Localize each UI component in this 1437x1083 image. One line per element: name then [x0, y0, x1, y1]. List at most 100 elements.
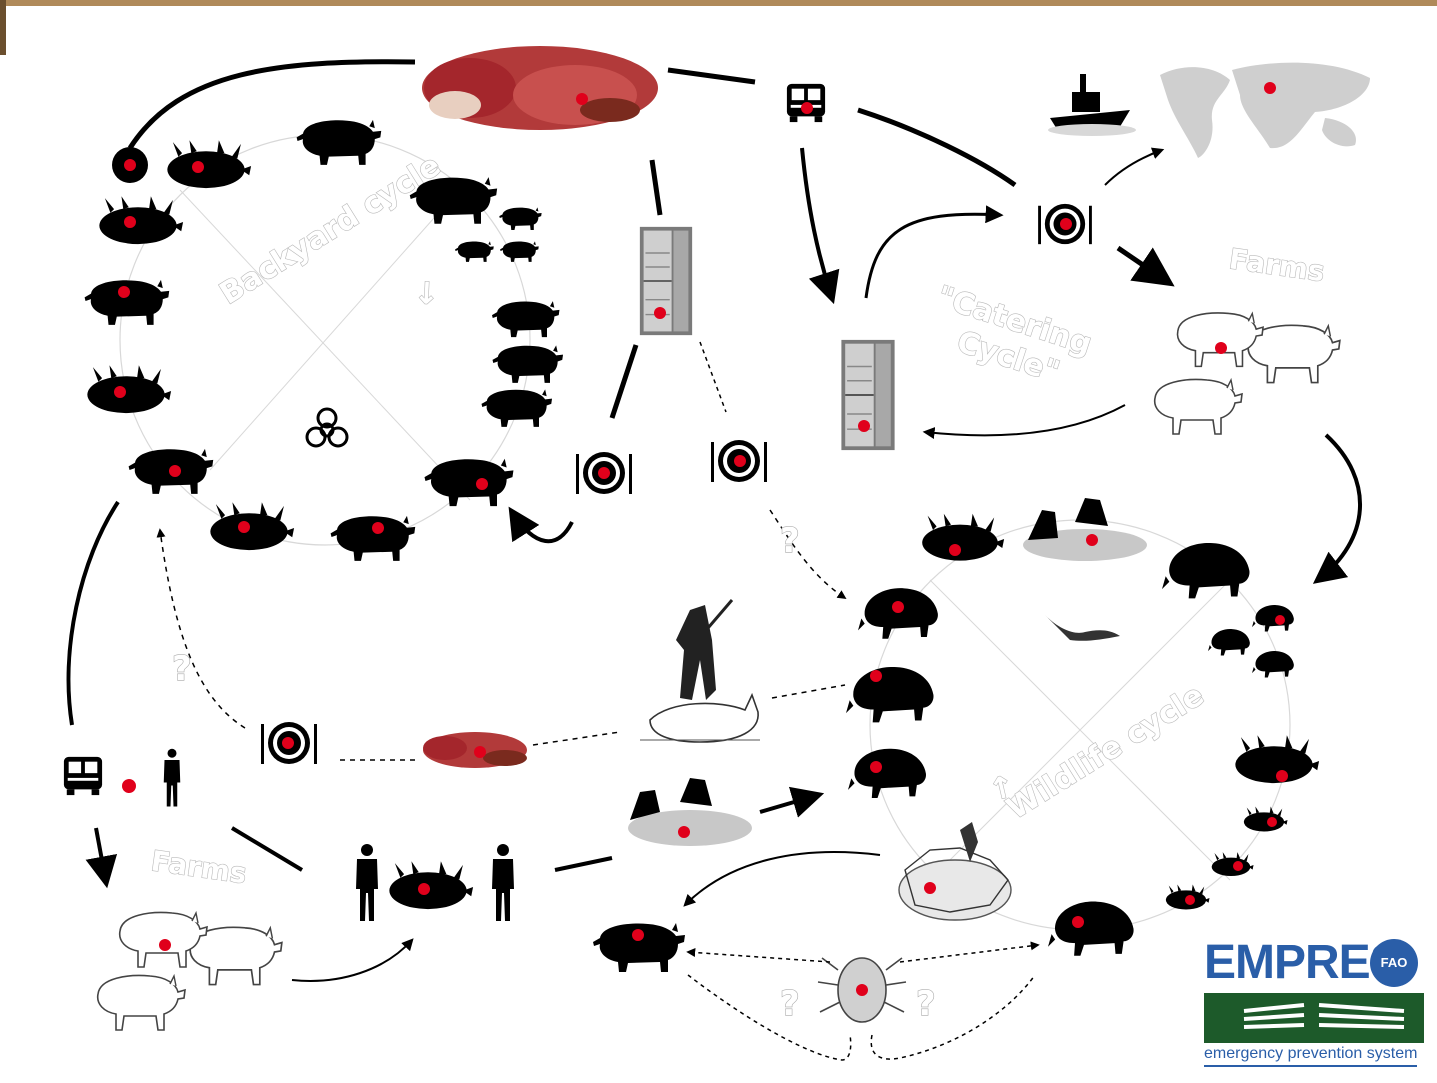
pig-silhouette-icon	[84, 279, 170, 325]
dead-pig-icon	[1165, 884, 1210, 910]
refrigerator-icon	[638, 225, 694, 337]
logo-subtitle: emergency prevention system	[1204, 1045, 1418, 1067]
arrow-hunt-to-pig	[683, 851, 881, 907]
person-icon	[163, 748, 181, 807]
hunter-with-dog-icon	[640, 599, 760, 743]
farm-pigs-drawing-icon	[96, 911, 284, 1032]
dashed-tick-to-pig	[686, 948, 831, 963]
ship-icon	[1048, 74, 1136, 136]
dashed-hunter-to-boar	[771, 684, 846, 699]
world-map-icon	[1160, 62, 1370, 158]
arrow-meat-to-truck	[667, 67, 756, 85]
biohazard-icon	[305, 407, 349, 448]
pig-silhouette-icon	[330, 515, 416, 561]
arrow-truck-to-farms	[85, 827, 118, 889]
wild-boar-icon	[1252, 605, 1294, 632]
infection-dot-icon	[122, 779, 136, 793]
arrow-people-to-crows	[554, 856, 613, 872]
arrow-plate-to-backyard	[508, 506, 574, 543]
wild-boar-icon	[848, 748, 926, 799]
arrow-meat-to-fridge	[649, 159, 663, 216]
wild-boars	[846, 498, 1320, 956]
empres-logo: EMPRES FAO emergency prevention system	[1200, 935, 1428, 1075]
dashed-plate-to-wildlife	[769, 509, 847, 599]
pig-silhouette-icon	[409, 177, 498, 224]
left-border	[0, 0, 6, 55]
farms-label-left: Farms	[149, 844, 249, 890]
arrow-farms-to-fridge	[922, 404, 1126, 439]
dashed-boar-to-tick	[870, 974, 1036, 1060]
arrow-fridge-to-plate	[864, 205, 1004, 299]
question-mark-2: ?	[172, 649, 192, 689]
pig-silhouette-icon	[424, 458, 514, 507]
logo-title: EMPRES	[1204, 936, 1402, 989]
arrow-meat-to-backyard	[127, 59, 416, 150]
person-icon	[492, 844, 514, 921]
meat-products-icon	[422, 46, 658, 130]
pig-silhouette-icon	[492, 301, 560, 338]
dashed-pig-to-tick	[687, 974, 852, 1061]
dead-pig-icon	[1211, 852, 1254, 877]
arrow-farms-to-people	[291, 938, 414, 982]
dashed-meat-to-hunter	[532, 731, 621, 746]
plate-cutlery-icon	[1038, 203, 1092, 245]
plate-cutlery-icon	[576, 452, 632, 494]
pig-silhouette-icon	[481, 389, 553, 427]
arrow-truck-to-fridge	[800, 147, 840, 305]
pig-silhouette-icon	[455, 241, 494, 262]
dashed-tick-to-boar	[899, 941, 1040, 963]
pig-silhouette-icon	[128, 448, 214, 494]
dead-pig-icon	[1243, 806, 1288, 832]
meat-products-icon	[423, 732, 527, 768]
wild-boar-icon	[846, 666, 934, 723]
arrow-truck-to-plate	[857, 107, 1017, 188]
boar-hunt-drawing-icon	[898, 822, 1012, 921]
crows-on-carcass-icon	[628, 778, 752, 846]
dead-pig-icon	[1235, 735, 1320, 784]
arrow-plate-to-world	[1104, 147, 1165, 186]
farm-pigs-drawing-icon	[1153, 312, 1341, 435]
wild-boar-icon	[1162, 542, 1250, 599]
dead-pig-icon	[389, 861, 474, 910]
wild-boar-icon	[1048, 901, 1134, 956]
plate-cutlery-icon	[261, 722, 317, 764]
pig-silhouette-icon	[499, 207, 542, 230]
pig-silhouette-icon	[500, 241, 539, 262]
dashed-plate-to-backyard	[156, 528, 246, 729]
dead-pig-icon	[99, 196, 184, 245]
truck-icon	[786, 83, 826, 123]
backyard-cycle-arrow: ↘	[404, 272, 447, 314]
dead-pig-icon	[167, 140, 252, 189]
arrow-crows-to-boar	[759, 786, 825, 818]
top-border	[0, 0, 1437, 6]
bird-icon	[1045, 615, 1120, 641]
pig-silhouette-icon	[593, 923, 685, 972]
wild-boar-icon	[858, 588, 938, 639]
arrow-backyard-to-truck	[66, 500, 120, 726]
logo-green-band	[1204, 993, 1424, 1043]
tick-icon	[817, 957, 907, 1023]
farms-label-right: Farms	[1227, 242, 1327, 288]
arrow-farms-to-wildlife	[1312, 433, 1362, 584]
arrow-plate-to-fridge	[609, 344, 639, 419]
question-mark-4: ?	[916, 984, 936, 1024]
backyard-pigs	[84, 119, 564, 561]
dead-pig-icon	[87, 365, 172, 414]
infected-pig-dot-icon	[112, 147, 148, 183]
truck-icon	[63, 756, 103, 796]
wild-boar-icon	[1208, 629, 1250, 656]
pig-silhouette-icon	[296, 119, 382, 165]
plate-cutlery-icon	[711, 440, 767, 482]
logo-wheat-lines-icon	[1243, 1003, 1405, 1029]
pig-silhouette-icon	[492, 345, 564, 383]
fao-badge-icon: FAO	[1370, 939, 1418, 987]
arrow-person-to-pig	[230, 826, 304, 872]
dashed-fridge-to-plate	[699, 341, 727, 413]
crows-on-carcass-icon	[1023, 498, 1147, 561]
question-mark-3: ?	[780, 984, 800, 1024]
dead-pig-icon	[922, 513, 1005, 561]
refrigerator-icon	[840, 338, 896, 452]
arrow-plate-to-farms	[1116, 245, 1175, 287]
wild-boar-icon	[1252, 651, 1294, 678]
